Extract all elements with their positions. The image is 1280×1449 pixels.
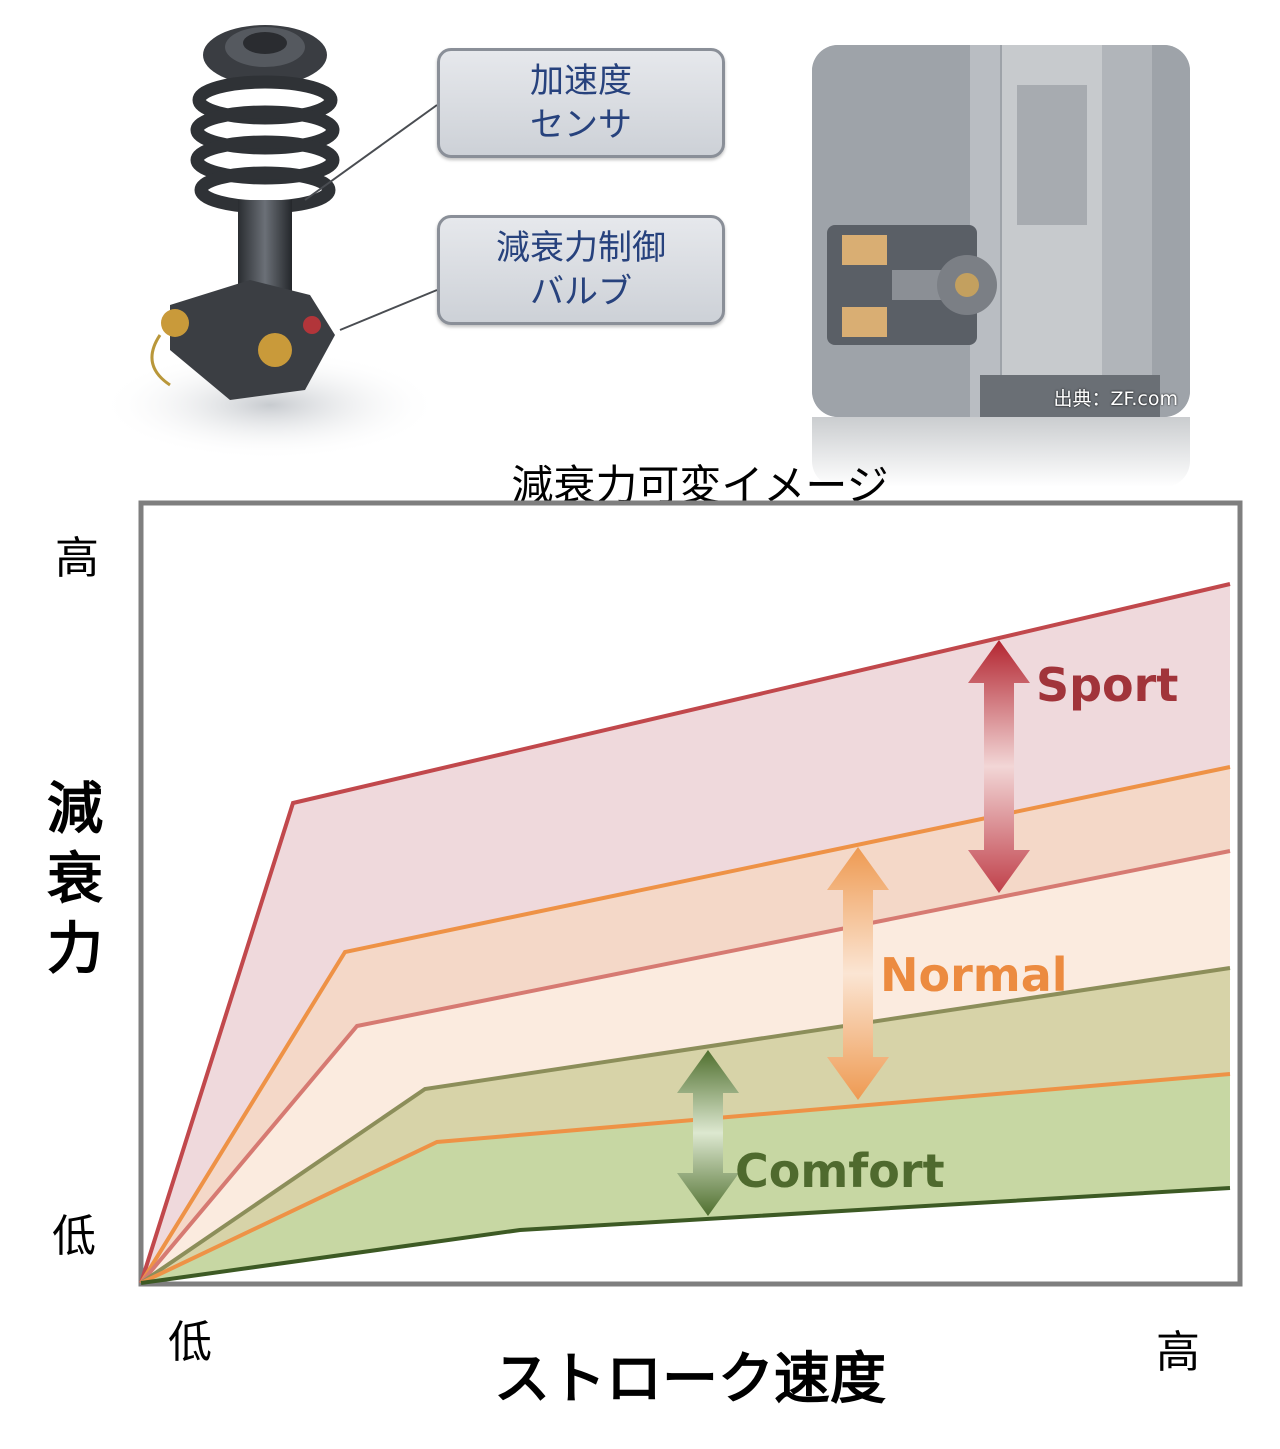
- x-axis-high: 高: [1156, 1327, 1200, 1378]
- damping-valve-callout: 減衰力制御 バルブ: [437, 215, 725, 325]
- y-axis-label-char: 力: [47, 917, 103, 982]
- sport-upper-curve: [139, 582, 1231, 1284]
- damping-valve-callout-line1: 減衰力制御: [496, 228, 666, 268]
- photo-reflection: [812, 417, 1190, 487]
- comfort-lower-curve: [140, 1186, 1231, 1285]
- sport-normal-overlap: [141, 767, 1230, 1283]
- y-axis-label-char: 減: [47, 777, 103, 842]
- y-axis-label-char: 衰: [47, 847, 103, 912]
- photo-source-credit: 出典：ZF.com: [1053, 388, 1178, 410]
- sport-range-arrow: [968, 640, 1030, 893]
- damping-valve-callout-line2: バルブ: [530, 272, 632, 312]
- sport-label: Sport: [1036, 658, 1179, 712]
- x-axis-low: 低: [168, 1317, 212, 1368]
- normal-comfort-overlap: [141, 968, 1230, 1283]
- normal-upper-curve: [139, 765, 1231, 1285]
- comfort-label: Comfort: [735, 1144, 945, 1198]
- y-axis-high: 高: [55, 533, 99, 584]
- normal-band: [141, 851, 1230, 1283]
- sport-lower-curve: [139, 849, 1231, 1285]
- y-axis-low: 低: [52, 1211, 96, 1262]
- valve-cutaway-photo: 出典：ZF.com: [812, 45, 1190, 417]
- strut-assembly-illustration: [100, 25, 440, 460]
- x-axis-label: ストローク速度: [494, 1347, 886, 1412]
- accelerometer-callout: 加速度 センサ: [437, 48, 725, 158]
- normal-label: Normal: [880, 948, 1068, 1002]
- normal-lower-curve: [140, 1072, 1231, 1285]
- accelerometer-callout-line2: センサ: [530, 105, 632, 145]
- accelerometer-callout-line1: 加速度: [530, 61, 632, 101]
- y-axis-label: 減 衰 力: [45, 775, 105, 985]
- normal-range-arrow: [827, 847, 889, 1100]
- comfort-range-arrow: [677, 1050, 739, 1216]
- valve-cutaway-drawing: [812, 45, 1190, 417]
- comfort-upper-curve: [139, 966, 1231, 1285]
